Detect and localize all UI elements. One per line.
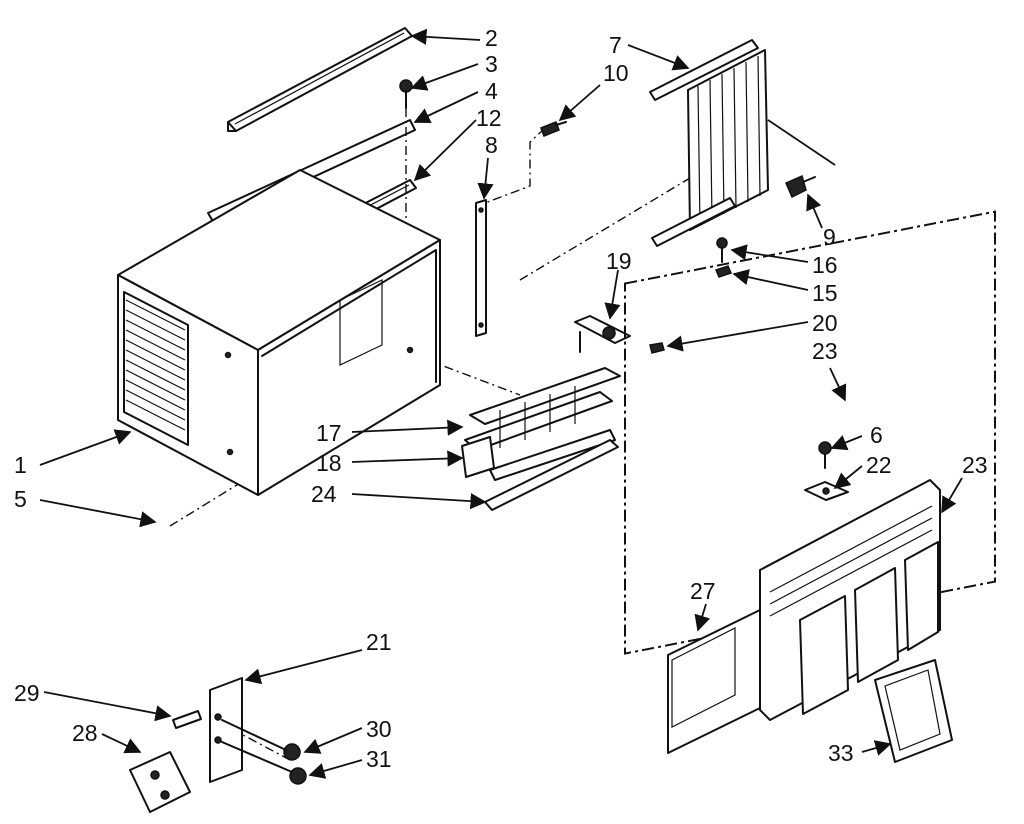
- callout-29: 29: [14, 680, 40, 706]
- part-31-screw: [221, 741, 307, 785]
- callout-33: 33: [828, 740, 854, 766]
- part-15-clip: [714, 265, 733, 278]
- callout-18: 18: [316, 450, 342, 476]
- part-1-cabinet: [117, 169, 441, 496]
- part-17-18-rail-assembly: [461, 367, 621, 481]
- callout-22: 22: [866, 452, 892, 478]
- callout-1: 1: [14, 452, 27, 478]
- part-6-screw: [818, 441, 832, 469]
- part-7-side-curtain: [649, 39, 836, 247]
- callout-19: 19: [606, 248, 632, 274]
- callout-24: 24: [311, 481, 337, 507]
- callout-27: 27: [690, 578, 716, 604]
- part-24-bottom-rail: [484, 439, 619, 511]
- part-23-front-panel: [759, 479, 941, 721]
- callout-6: 6: [870, 422, 883, 448]
- part-27-filter: [667, 609, 761, 754]
- part-10-screw: [540, 121, 567, 137]
- callout-15: 15: [812, 280, 838, 306]
- callout-10: 10: [603, 60, 629, 86]
- part-29-pin: [172, 710, 202, 729]
- callout-9: 9: [823, 224, 836, 250]
- part-20-clip: [649, 342, 665, 354]
- callout-7: 7: [609, 32, 622, 58]
- callout-3: 3: [485, 51, 498, 77]
- callout-21: 21: [366, 629, 392, 655]
- part-16-screw: [716, 237, 728, 263]
- part-8-bracket: [475, 199, 487, 337]
- part-33-gasket: [874, 659, 953, 763]
- callout-23-assembly: 23: [812, 338, 838, 364]
- callout-8: 8: [485, 132, 498, 158]
- callout-4: 4: [485, 78, 498, 104]
- callout-17: 17: [316, 420, 342, 446]
- part-28-bracket: [129, 751, 191, 813]
- callout-16: 16: [812, 252, 838, 278]
- part-3-screw: [399, 79, 413, 109]
- callout-28: 28: [72, 720, 98, 746]
- leader-lines: [39, 28, 963, 779]
- callout-30: 30: [366, 716, 392, 742]
- part-30-screw: [221, 719, 301, 761]
- part-9-screw: [785, 174, 816, 199]
- callout-31: 31: [366, 746, 392, 772]
- callout-20: 20: [812, 310, 838, 336]
- part-2-top-rail: [227, 27, 413, 132]
- part-19-slide-arm: [574, 315, 631, 353]
- callout-5: 5: [14, 486, 27, 512]
- callout-2: 2: [485, 25, 498, 51]
- cabinet-louvres: [123, 291, 189, 446]
- part-21-plate: [209, 677, 243, 783]
- part-22-clip: [804, 481, 849, 501]
- callout-12: 12: [476, 105, 502, 131]
- callout-23-panel: 23: [962, 452, 988, 478]
